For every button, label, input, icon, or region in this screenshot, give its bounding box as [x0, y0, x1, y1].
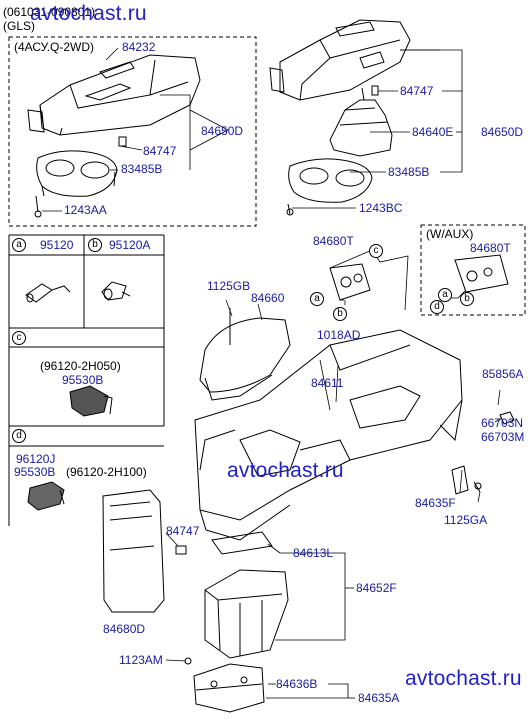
- legend-c-part[interactable]: 95530B: [62, 373, 104, 387]
- legend-b-drawing: [101, 281, 131, 301]
- top-left-variant: (4АСУ.Q-2WD): [14, 40, 95, 54]
- main-callout-a: a: [310, 292, 324, 306]
- legend-callout-d: d: [12, 429, 26, 443]
- legend-a-part[interactable]: 95120: [40, 238, 74, 252]
- aux-dashed-box: [420, 224, 526, 316]
- watermark-top: avtochast.ru: [30, 2, 147, 25]
- label-84747-right[interactable]: 84747: [400, 84, 434, 98]
- legend-d-drawing: [27, 481, 65, 511]
- label-84747-main[interactable]: 84747: [166, 524, 200, 538]
- label-84650D-left[interactable]: 84650D: [201, 124, 244, 138]
- aux-title: (W/AUX): [426, 227, 474, 241]
- aux-84680T[interactable]: 84680T: [470, 241, 511, 255]
- label-84635A[interactable]: 84635A: [358, 691, 400, 705]
- label-84747-left[interactable]: 84747: [143, 144, 177, 158]
- aux-callout-b: b: [460, 292, 474, 306]
- trim-level: (GLS): [3, 19, 36, 33]
- top-left-console-drawing: [27, 54, 201, 218]
- label-84635F[interactable]: 84635F: [415, 496, 456, 510]
- top-right-leader-lines: [292, 49, 463, 209]
- main-callout-b: b: [333, 307, 347, 321]
- label-83485B-right[interactable]: 83485B: [388, 165, 430, 179]
- watermark-bottom: avtochast.ru: [405, 667, 522, 690]
- label-1125GA[interactable]: 1125GA: [444, 513, 488, 527]
- label-66703M[interactable]: 66703M: [481, 430, 525, 444]
- legend-callout-a: a: [12, 238, 26, 252]
- label-84652F[interactable]: 84652F: [356, 581, 397, 595]
- date-range: (061031-090801): [3, 5, 96, 19]
- label-1243AA[interactable]: 1243AA: [64, 203, 107, 217]
- legend-d-code: (96120-2H100): [66, 465, 147, 479]
- label-1018AD[interactable]: 1018AD: [317, 328, 361, 342]
- legend-d-part2[interactable]: 95530B: [14, 465, 56, 479]
- label-84660[interactable]: 84660: [251, 291, 285, 305]
- label-84611[interactable]: 84611: [311, 376, 344, 390]
- top-right-console-drawing: [269, 19, 411, 216]
- main-leader-lines: [165, 249, 503, 699]
- label-1125GB[interactable]: 1125GB: [207, 279, 251, 293]
- legend-b-part[interactable]: 95120A: [109, 238, 151, 252]
- label-84650D-right[interactable]: 84650D: [481, 125, 524, 139]
- aux-callout-a: a: [438, 288, 452, 302]
- label-84636B[interactable]: 84636B: [276, 677, 318, 691]
- legend-d-part1[interactable]: 96120J: [16, 452, 56, 466]
- top-left-dashed-box: [8, 36, 257, 227]
- label-66703N[interactable]: 66703N: [481, 416, 524, 430]
- main-console-drawing: [102, 254, 515, 713]
- watermark-middle: avtochast.ru: [227, 459, 344, 482]
- label-84680T[interactable]: 84680T: [313, 234, 354, 248]
- legend-grid: [8, 234, 165, 526]
- legend-callout-b: b: [88, 238, 102, 252]
- legend-c-code: (96120-2H050): [40, 359, 121, 373]
- label-84680D[interactable]: 84680D: [103, 622, 146, 636]
- label-83485B-left[interactable]: 83485B: [121, 162, 163, 176]
- label-84232[interactable]: 84232: [122, 40, 156, 54]
- label-85856A[interactable]: 85856A: [482, 367, 524, 381]
- label-1243BC[interactable]: 1243BC: [359, 201, 403, 215]
- label-1123AM[interactable]: 1123AM: [119, 653, 163, 667]
- aux-callout-d: d: [430, 300, 444, 314]
- legend-callout-c: c: [12, 331, 26, 345]
- label-84640E[interactable]: 84640E: [412, 125, 454, 139]
- label-84613L[interactable]: 84613L: [293, 546, 334, 560]
- top-left-leader-lines: [42, 47, 229, 212]
- main-callout-c: c: [369, 244, 383, 258]
- legend-a-drawing: [25, 283, 71, 303]
- legend-c-drawing: [69, 385, 113, 417]
